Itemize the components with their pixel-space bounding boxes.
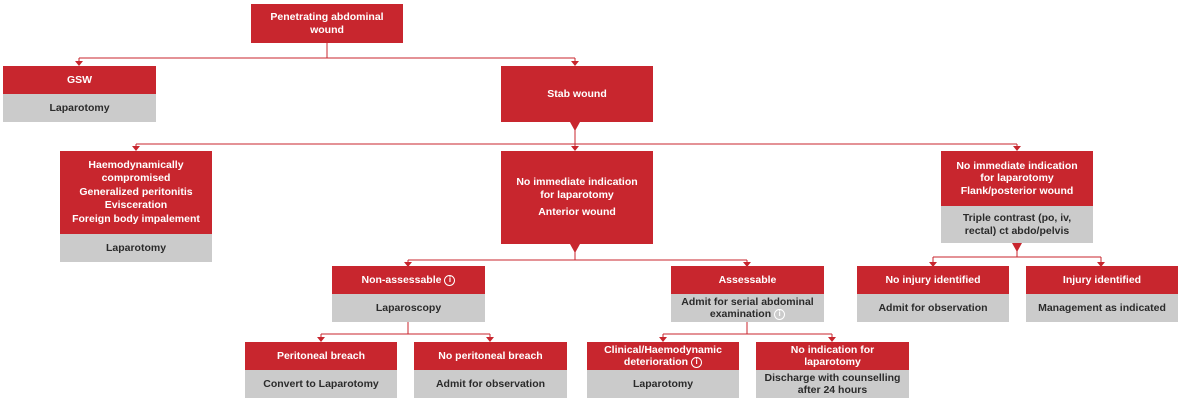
node-no-peritoneal-breach: No peritoneal breach Admit for observati… [414, 342, 567, 398]
node-text: wound [310, 23, 344, 36]
node-text: Assessable [718, 273, 777, 286]
node-text: Management as indicated [1038, 301, 1166, 314]
node-text: Laparoscopy [375, 301, 442, 314]
node-text: Stab wound [547, 87, 607, 100]
node-text: examination [709, 308, 772, 320]
info-icon[interactable]: i [691, 356, 703, 368]
node-text: Non-assessable [361, 273, 442, 286]
node-result: Admit for observation [857, 294, 1009, 322]
node-text: Haemodynamically [88, 158, 184, 171]
node-text: Penetrating abdominal [270, 11, 384, 23]
node-text: GSW [66, 73, 93, 86]
node-text: Laparotomy [49, 101, 110, 114]
node-no-injury: No injury identified Admit for observati… [857, 266, 1009, 322]
node-result: Discharge with counselling after 24 hour… [756, 370, 909, 398]
node-text: Flank/posterior wound [960, 184, 1074, 197]
node-text: Discharge with counselling [764, 372, 901, 384]
node-text: No peritoneal breach [438, 349, 543, 362]
node-result: Laparoscopy [332, 294, 485, 322]
node-text: compromised [101, 172, 171, 185]
node-unstable: Haemodynamically compromised Generalized… [60, 151, 212, 262]
node-anterior-wound: No immediate indication for laparotomy A… [501, 151, 653, 244]
node-non-assessable: Non-assessable i Laparoscopy [332, 266, 485, 322]
node-text: No indication for [790, 344, 875, 356]
node-injury: Injury identified Management as indicate… [1026, 266, 1178, 322]
node-text: Laparotomy [105, 241, 167, 254]
node-text: Convert to Laparotomy [263, 377, 379, 390]
node-text: Admit for observation [435, 377, 546, 390]
node-text: for laparotomy [540, 188, 614, 201]
node-header: Penetrating abdominal wound [251, 4, 403, 43]
node-text: Injury identified [1062, 273, 1142, 286]
node-text: Clinical/Haemodynamic [604, 344, 722, 356]
node-text: Foreign body impalement [72, 212, 200, 225]
node-peritoneal-breach: Peritoneal breach Convert to Laparotomy [245, 342, 397, 398]
node-text: Laparotomy [632, 377, 694, 390]
node-no-indication: No indication for laparotomy Discharge w… [756, 342, 909, 398]
node-text: Generalized peritonitis [79, 185, 193, 198]
node-text: No injury identified [885, 273, 981, 286]
node-text: after 24 hours [797, 384, 868, 396]
node-text: Admit for observation [878, 301, 988, 314]
node-text: Peritoneal breach [276, 349, 366, 362]
node-text: for laparotomy [980, 172, 1054, 185]
node-result: Convert to Laparotomy [245, 370, 397, 398]
node-result: Laparotomy [60, 234, 212, 262]
node-gsw: GSW Laparotomy [3, 66, 156, 122]
node-header: No immediate indication for laparotomy F… [941, 151, 1093, 206]
info-icon[interactable]: i [444, 274, 456, 286]
node-header: Injury identified [1026, 266, 1178, 294]
node-text: No immediate indication [516, 176, 638, 189]
node-text: Anterior wound [538, 206, 616, 219]
node-flank-wound: No immediate indication for laparotomy F… [941, 151, 1093, 243]
node-header: No injury identified [857, 266, 1009, 294]
node-header: No immediate indication for laparotomy A… [501, 151, 653, 244]
info-icon[interactable]: i [774, 308, 786, 320]
node-text: Admit for serial abdominal [681, 296, 814, 308]
node-text: rectal) ct abdo/pelvis [964, 224, 1070, 237]
node-result: Management as indicated [1026, 294, 1178, 322]
node-result: Laparotomy [587, 370, 739, 398]
node-header: GSW [3, 66, 156, 94]
node-text: Evisceration [104, 199, 168, 212]
node-result: Admit for observation [414, 370, 567, 398]
node-header: Peritoneal breach [245, 342, 397, 370]
node-header: No peritoneal breach [414, 342, 567, 370]
node-header: Assessable [671, 266, 824, 294]
node-penetrating-wound: Penetrating abdominal wound [251, 4, 403, 43]
node-assessable: Assessable Admit for serial abdominal ex… [671, 266, 824, 322]
node-text: No immediate indication [956, 159, 1078, 172]
node-header: No indication for laparotomy [756, 342, 909, 370]
node-header: Non-assessable i [332, 266, 485, 294]
node-text: deterioration [623, 356, 689, 368]
node-text: Triple contrast (po, iv, [962, 212, 1072, 224]
node-text: laparotomy [804, 356, 861, 368]
node-stab-wound: Stab wound [501, 66, 653, 122]
node-header: Haemodynamically compromised Generalized… [60, 151, 212, 234]
node-header: Stab wound [501, 66, 653, 122]
node-result: Laparotomy [3, 94, 156, 122]
node-result: Triple contrast (po, iv, rectal) ct abdo… [941, 206, 1093, 243]
